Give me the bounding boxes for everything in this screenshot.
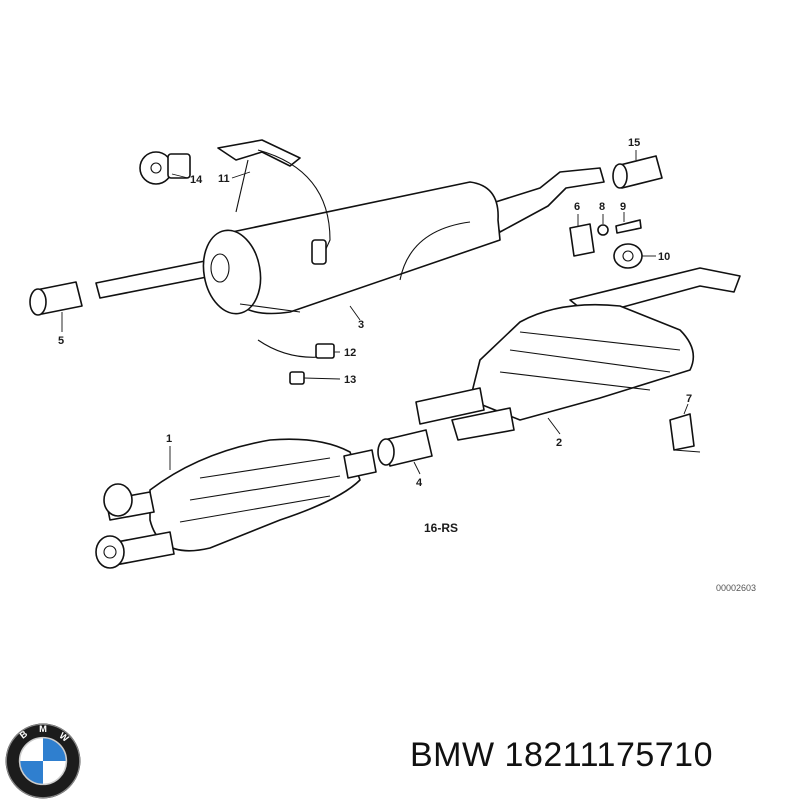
callout-3: 3	[358, 319, 364, 331]
catalytic-converter	[95, 438, 377, 569]
callout-9: 9	[620, 201, 626, 213]
part-number: 18211175710	[504, 736, 714, 774]
callout-11: 11	[218, 173, 230, 185]
callout-10: 10	[658, 251, 670, 263]
strap-and-nut	[257, 339, 335, 385]
connector-sleeve-4	[377, 429, 433, 467]
hardware-set	[569, 219, 643, 269]
callout-4: 4	[416, 477, 423, 489]
callout-13: 13	[344, 374, 356, 386]
center-muffler	[415, 267, 741, 441]
callout-14: 14	[190, 174, 203, 186]
callout-5: 5	[58, 335, 64, 347]
callout-2: 2	[556, 437, 562, 449]
mounting-bracket	[669, 413, 701, 453]
pipe-sleeve	[612, 155, 663, 189]
connector-sleeve-5	[29, 281, 83, 316]
muffler-clamp	[217, 139, 331, 265]
rubber-mount	[139, 151, 191, 185]
drawing-number: 00002603	[716, 583, 756, 593]
brand-name: BMW	[410, 736, 495, 774]
leader-lines	[61, 150, 689, 475]
callout-labels: 1 2 3 4 5 6 7 8 9 10 11 12 13 14 15	[58, 137, 692, 489]
model-code-label: 16-RS	[424, 521, 458, 535]
callout-15: 15	[628, 137, 640, 149]
svg-text:B: B	[18, 729, 30, 741]
callout-7: 7	[686, 393, 692, 405]
svg-text:M: M	[39, 724, 47, 734]
part-caption: BMW 18211175710	[410, 736, 795, 775]
callout-6: 6	[574, 201, 580, 213]
callout-8: 8	[599, 201, 605, 213]
callout-1: 1	[166, 433, 172, 445]
rear-muffler	[95, 167, 605, 315]
bmw-logo: B M W	[5, 723, 81, 799]
callout-12: 12	[344, 347, 356, 359]
